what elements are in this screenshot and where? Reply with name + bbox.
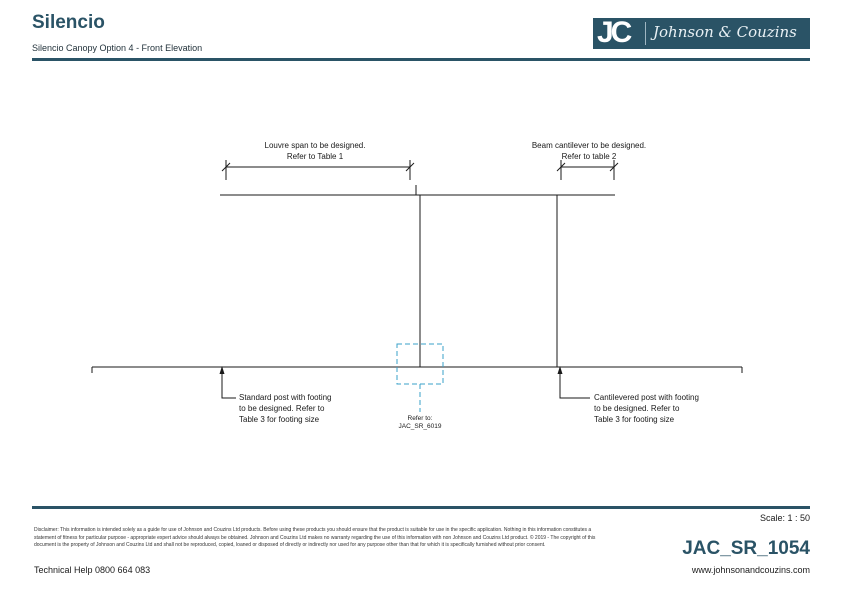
louvre-span-tick-right (405, 162, 415, 172)
drawing-number: JAC_SR_1054 (682, 538, 810, 559)
cantilever-tick-left (556, 162, 566, 172)
disclaimer-text: Disclaimer: This information is intended… (34, 527, 596, 549)
header-rule (32, 58, 810, 61)
louvre-span-note: Louvre span to be designed. Refer to Tab… (264, 141, 366, 161)
standard-post-leader (221, 370, 236, 399)
cantilever-tick-right (609, 162, 619, 172)
drawing-subtitle: Silencio Canopy Option 4 - Front Elevati… (32, 43, 203, 53)
logo-divider (645, 22, 646, 45)
cantilevered-post-leader (559, 370, 590, 399)
louvre-span-tick-left (221, 162, 231, 172)
drawing-scale: Scale: 1 : 50 (759, 513, 810, 523)
refer-to-detail-note: Refer to: JAC_SR_6019 (398, 415, 442, 430)
website-link[interactable]: www.johnsonandcouzins.com (691, 565, 810, 575)
page-title: Silencio (32, 12, 105, 33)
cantilevered-post-arrowhead (557, 366, 563, 374)
technical-help: Technical Help 0800 664 083 (34, 565, 151, 575)
logo-brand: Johnson & Couzins (653, 23, 797, 41)
standard-post-arrowhead (219, 366, 225, 374)
footer-rule (32, 506, 810, 509)
company-logo: JC Johnson & Couzins (593, 18, 810, 49)
logo-mark: JC (597, 18, 632, 49)
standard-post-note: Standard post with footing to be designe… (239, 393, 332, 424)
beam-cantilever-note: Beam cantilever to be designed. Refer to… (531, 141, 647, 161)
cantilevered-post-note: Cantilevered post with footing to be des… (594, 393, 699, 424)
